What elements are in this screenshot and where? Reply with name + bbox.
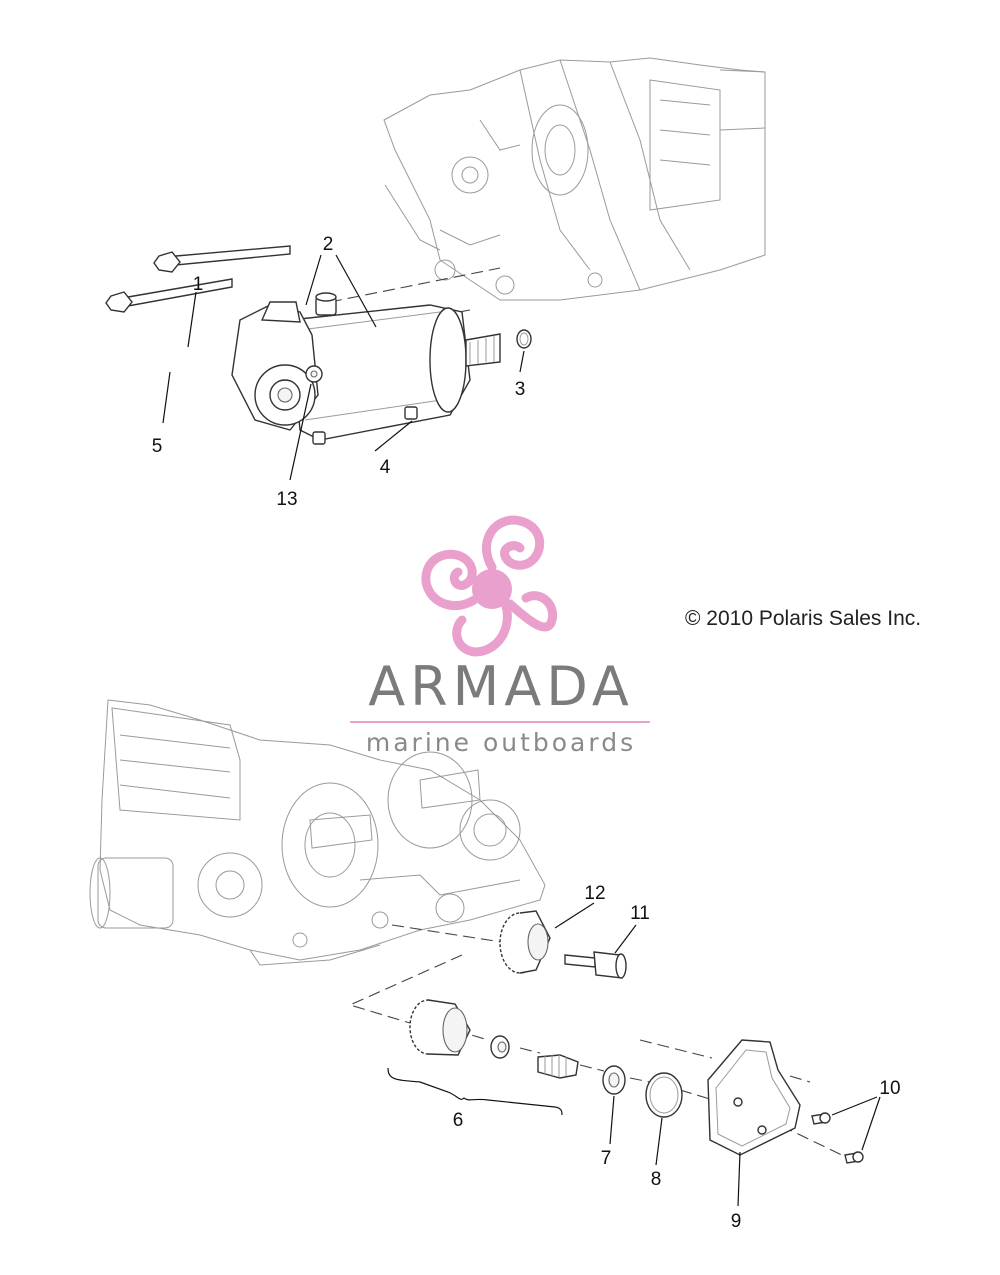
gear-12[interactable] bbox=[499, 910, 551, 974]
engine-crankcase-bottom bbox=[89, 699, 546, 966]
callout-5: 5 bbox=[152, 436, 163, 457]
callout-13: 13 bbox=[276, 489, 297, 510]
callout-11: 11 bbox=[630, 903, 650, 924]
callout-9: 9 bbox=[731, 1211, 742, 1232]
callout-7: 7 bbox=[601, 1148, 612, 1169]
armada-propeller-logo bbox=[421, 515, 558, 657]
starter-motor-4[interactable] bbox=[231, 301, 501, 445]
shaft-11[interactable] bbox=[564, 951, 627, 979]
callout-3: 3 bbox=[515, 379, 526, 400]
bolt-5[interactable] bbox=[105, 278, 233, 313]
copyright-notice: © 2010 Polaris Sales Inc. bbox=[685, 607, 922, 630]
callout-12: 12 bbox=[584, 883, 605, 904]
drive-gear-6[interactable] bbox=[409, 999, 579, 1079]
callout-2: 2 bbox=[323, 234, 334, 255]
screw-10a[interactable] bbox=[811, 1112, 831, 1125]
callout-8: 8 bbox=[651, 1169, 662, 1190]
callout-6: 6 bbox=[453, 1110, 464, 1131]
screw-13[interactable] bbox=[305, 365, 323, 383]
bearing-7[interactable] bbox=[602, 1065, 626, 1095]
screw-10b[interactable] bbox=[844, 1151, 864, 1164]
bolt-1[interactable] bbox=[153, 245, 291, 273]
cover-9[interactable] bbox=[707, 1039, 801, 1156]
callout-4: 4 bbox=[380, 457, 391, 478]
callout-1: 1 bbox=[193, 274, 204, 295]
logo-wordmark: ARMADA bbox=[368, 655, 634, 718]
logo-tagline: marine outboards bbox=[365, 728, 637, 757]
o-ring-8[interactable] bbox=[645, 1072, 683, 1118]
engine-crankcase-top bbox=[383, 57, 766, 301]
o-ring-3[interactable] bbox=[516, 329, 532, 349]
bushing-2a[interactable] bbox=[315, 292, 337, 316]
callout-10: 10 bbox=[879, 1078, 900, 1099]
